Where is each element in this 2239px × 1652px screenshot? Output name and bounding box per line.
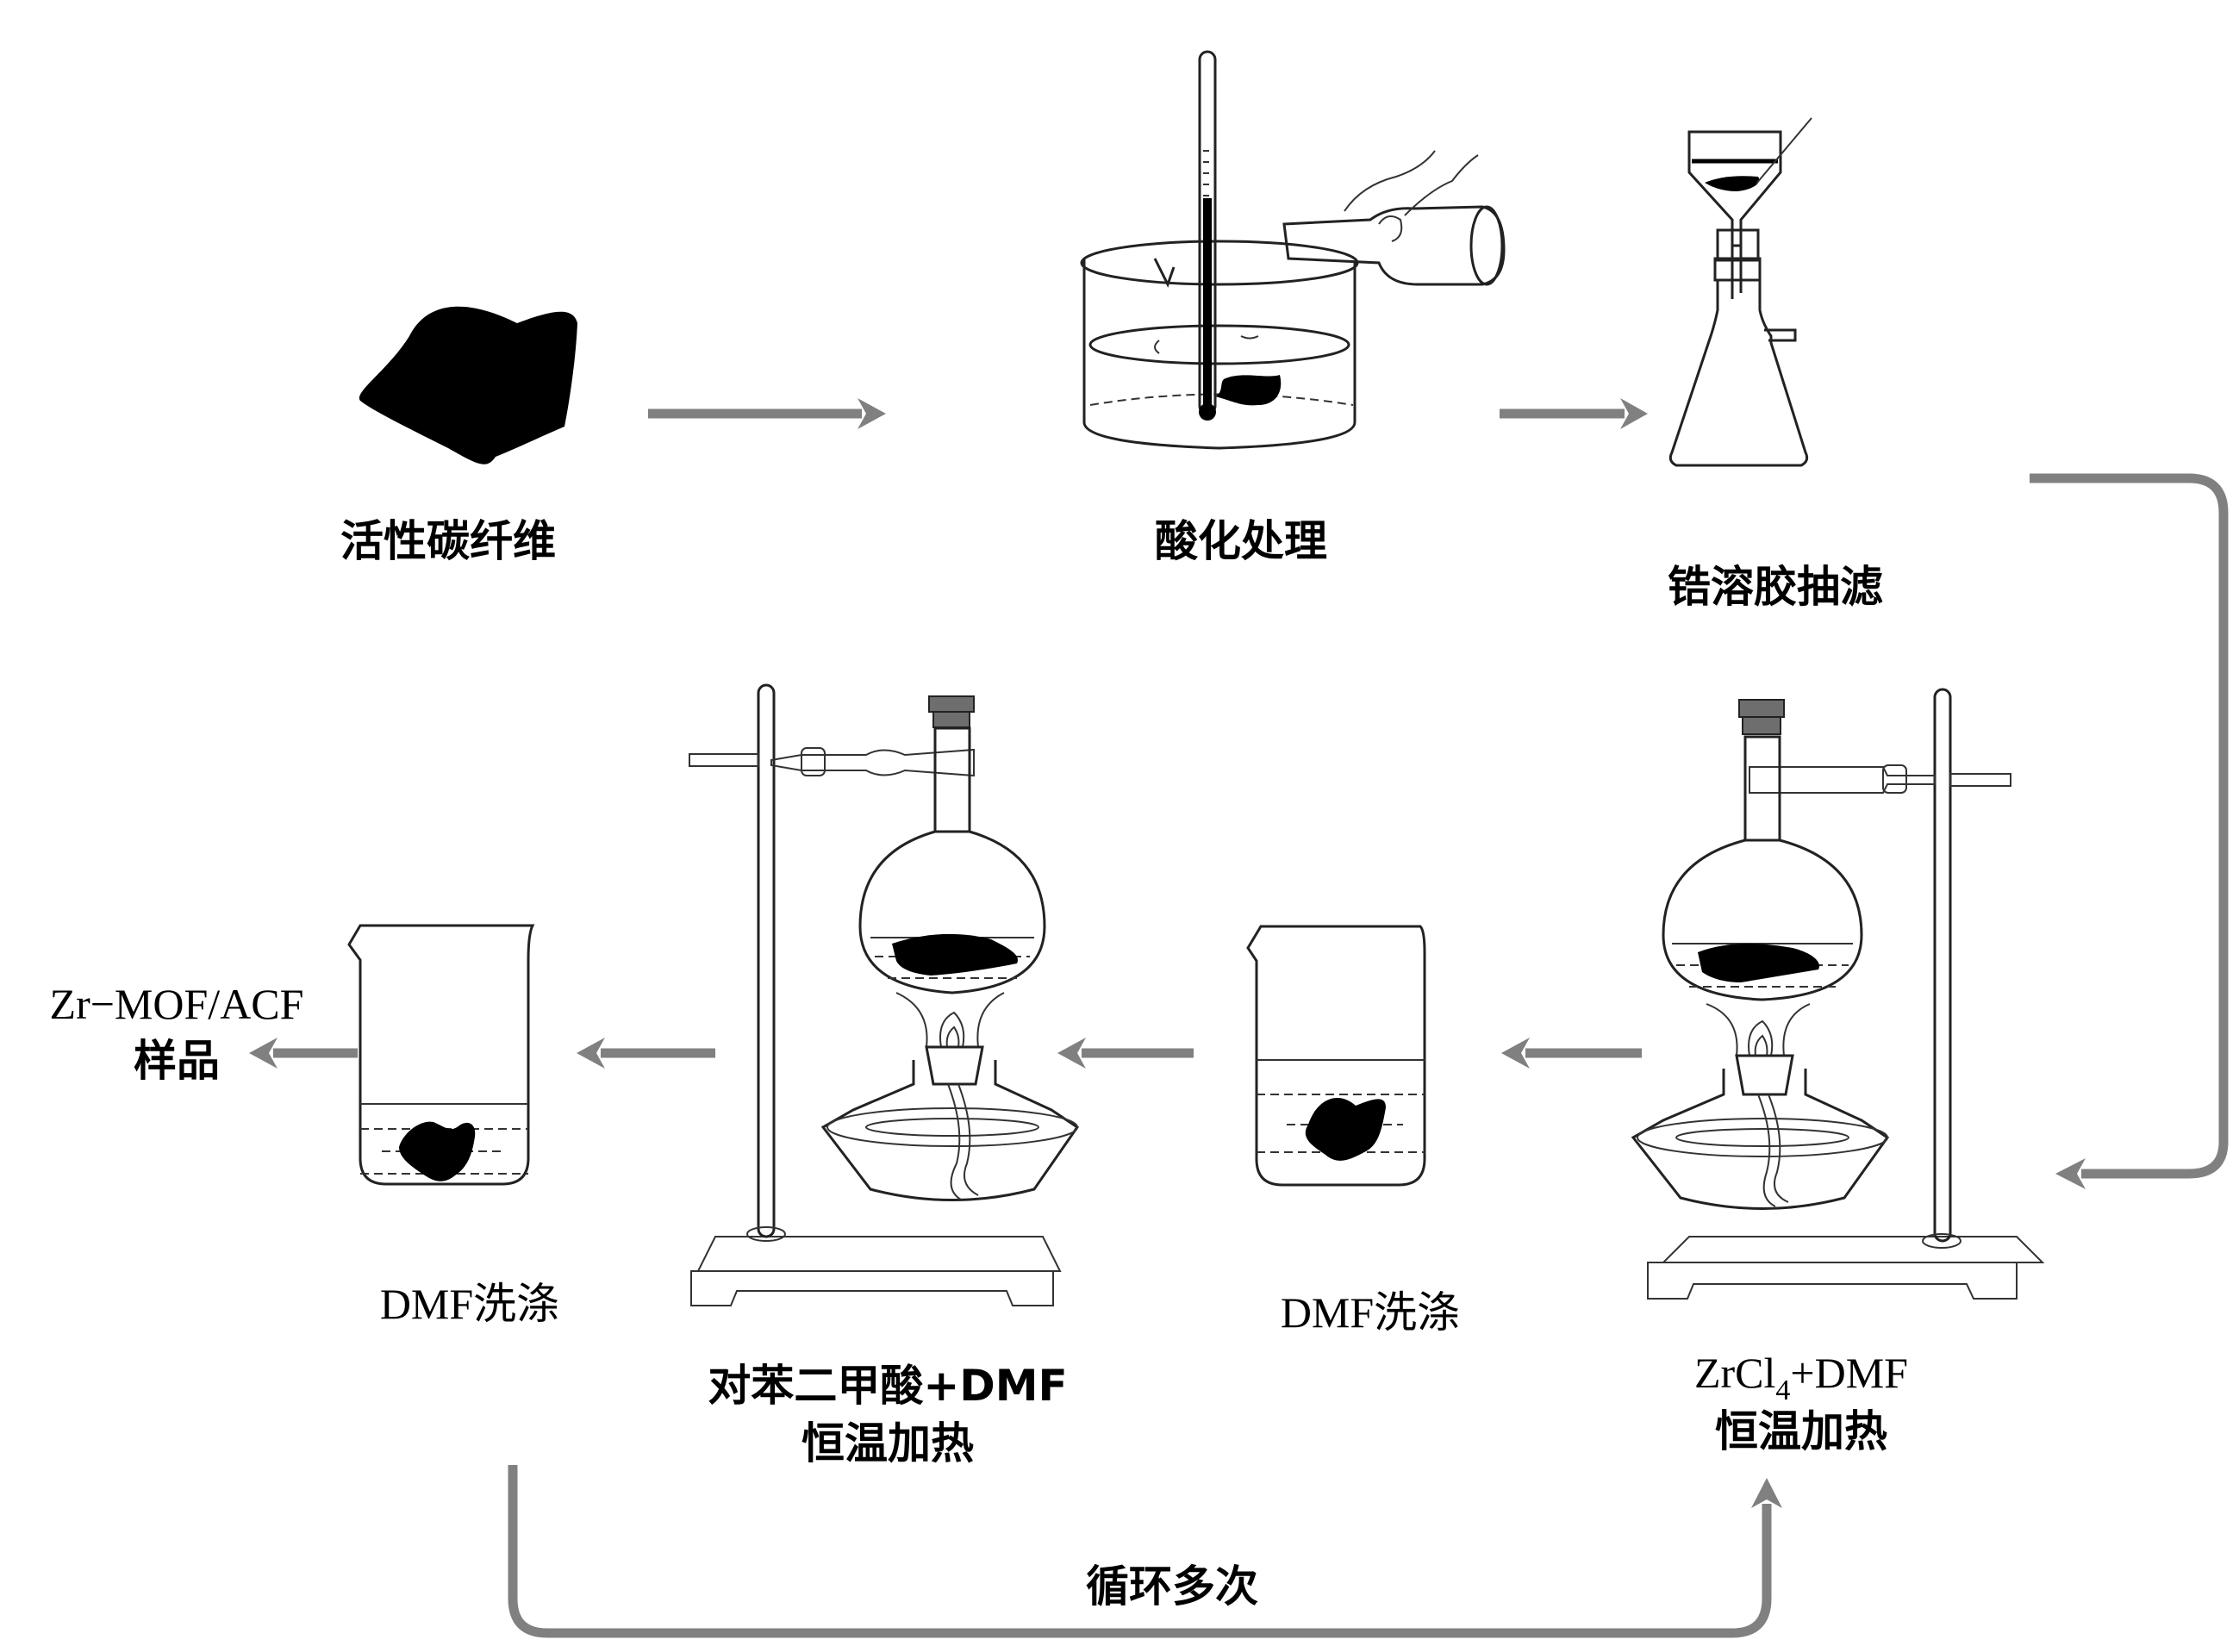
arrow-to-bdc-heating: [1057, 1038, 1194, 1069]
label-acidification: 酸化处理: [1155, 516, 1327, 566]
arrow-to-product: [249, 1038, 358, 1069]
arrow-to-dmf-wash-1: [1501, 1038, 1642, 1069]
label-zr-sol-filtration: 锆溶胶抽滤: [1668, 562, 1883, 612]
acidification-apparatus: [1080, 50, 1506, 450]
label-product-sample: 样品: [134, 1036, 220, 1086]
carbon-fiber-sample: [359, 306, 577, 464]
label-dmf-wash-2: DMF洗涤: [380, 1280, 559, 1328]
filtration-apparatus: [1668, 117, 1812, 467]
dmf-wash-beaker-1: [1246, 925, 1426, 1187]
label-zrcl4-rest: +DMF: [1790, 1349, 1908, 1397]
arrow-to-dmf-wash-2: [577, 1038, 715, 1069]
cycle-arrow: [508, 1465, 1782, 1638]
dmf-wash-beaker-2: [347, 924, 535, 1186]
label-zrcl4-main: ZrCl: [1694, 1349, 1775, 1397]
label-zrcl4-heating: 恒温加热: [1715, 1406, 1887, 1456]
arrow-to-filtration: [1500, 398, 1648, 429]
label-bdc-dmf: 对苯二甲酸+DMF: [708, 1361, 1067, 1411]
zrcl4-heating-apparatus: [1631, 688, 2045, 1300]
label-zrcl4-dmf: ZrCl4+DMF: [1694, 1349, 1908, 1406]
bdc-heating-apparatus: [689, 683, 1080, 1306]
label-dmf-wash-1: DMF洗涤: [1281, 1288, 1460, 1337]
label-activated-carbon-fiber: 活性碳纤维: [340, 516, 556, 566]
label-bdc-heating: 恒温加热: [801, 1418, 974, 1468]
arrow-filtration-to-zrcl4: [2030, 473, 2229, 1189]
arrow-to-acidification: [648, 398, 886, 429]
label-cycle-repeat: 循环多次: [1086, 1562, 1258, 1611]
label-product-name: Zr−MOF/ACF: [50, 980, 304, 1028]
label-zrcl4-subscript: 4: [1775, 1375, 1790, 1406]
